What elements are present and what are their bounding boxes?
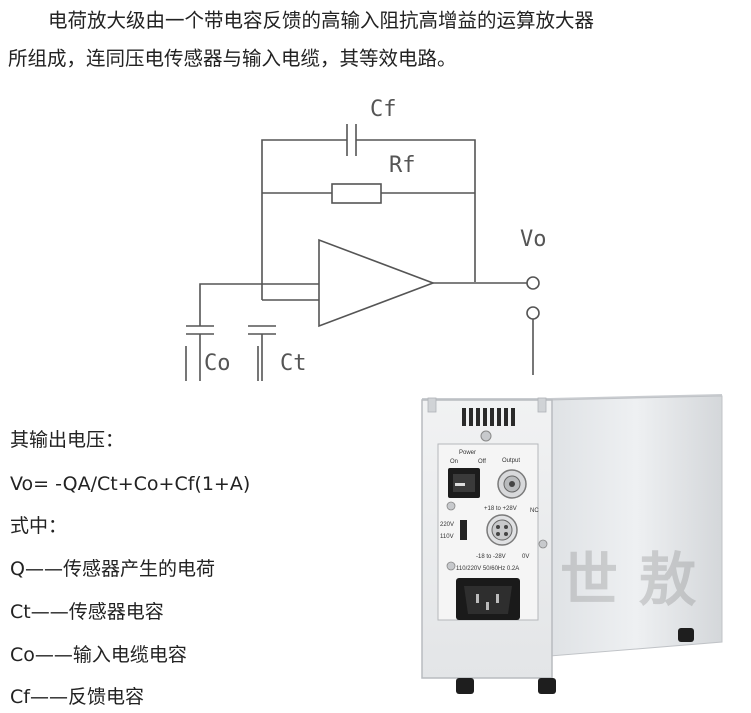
panel-label-power: Power — [459, 450, 476, 456]
intro-paragraph: 电荷放大级由一个带电容反馈的高输入阻抗高增益的运算放大器 所组成，连同压电传感器… — [8, 2, 746, 78]
definition-q: Q——传感器产生的电荷 — [10, 558, 215, 580]
panel-label-off: Off — [478, 459, 486, 465]
definition-cf: Cf——反馈电容 — [10, 686, 144, 708]
device-foot-front-right — [538, 678, 556, 694]
label-ct: Ct — [280, 351, 307, 376]
panel-label-minus-supply: -18 to -28V — [476, 554, 506, 560]
panel-label-0v: 0V — [522, 554, 529, 560]
equivalent-circuit-diagram: Cf Rf Vo Co Ct — [185, 97, 547, 381]
panel-label-110v: 110V — [440, 534, 454, 540]
rf-resistor — [331, 183, 382, 204]
voltage-selector-switch[interactable] — [460, 520, 467, 540]
definition-ct: Ct——传感器电容 — [10, 601, 164, 623]
panel-label-220v: 220V — [440, 522, 454, 528]
panel-label-output: Output — [502, 458, 520, 464]
ct-ground-wire — [257, 334, 263, 381]
output-terminal-bottom — [526, 306, 540, 320]
output-terminal-top — [526, 276, 540, 290]
label-vo: Vo — [520, 227, 547, 252]
device-foot-front-left — [456, 678, 474, 694]
device-vent-grille — [462, 408, 515, 426]
where-label: 式中： — [10, 515, 68, 537]
op-amp-triangle — [318, 238, 436, 328]
panel-label-plus-supply: +18 to +28V — [484, 506, 517, 512]
charge-amplifier-device-photo: Power On Off Output +18 to +28V NC 220V … — [421, 394, 723, 694]
panel-label-on: On — [450, 459, 458, 465]
output-voltage-equation: Vo= -QA/Ct+Co+Cf(1+A) — [10, 473, 251, 495]
panel-label-rating: 110/220V 50/60Hz 0.2A — [456, 566, 519, 572]
label-co: Co — [204, 351, 231, 376]
brand-watermark: 世 敖 — [560, 546, 696, 614]
intro-line-2: 所组成，连同压电传感器与输入电缆，其等效电路。 — [8, 47, 457, 70]
cf-feedback-wire — [261, 139, 476, 300]
device-side-panel — [549, 395, 723, 657]
device-foot-rear — [678, 628, 694, 642]
label-cf: Cf — [370, 97, 397, 122]
intro-line-1: 电荷放大级由一个带电容反馈的高输入阻抗高增益的运算放大器 — [48, 9, 595, 32]
device-screw-top — [480, 430, 492, 442]
definition-co: Co——输入电缆电容 — [10, 644, 187, 666]
input-wire — [199, 283, 319, 326]
co-ground-wire — [185, 334, 201, 381]
output-voltage-heading: 其输出电压： — [10, 429, 125, 451]
panel-label-nc: NC — [530, 508, 539, 514]
label-rf: Rf — [389, 153, 416, 178]
